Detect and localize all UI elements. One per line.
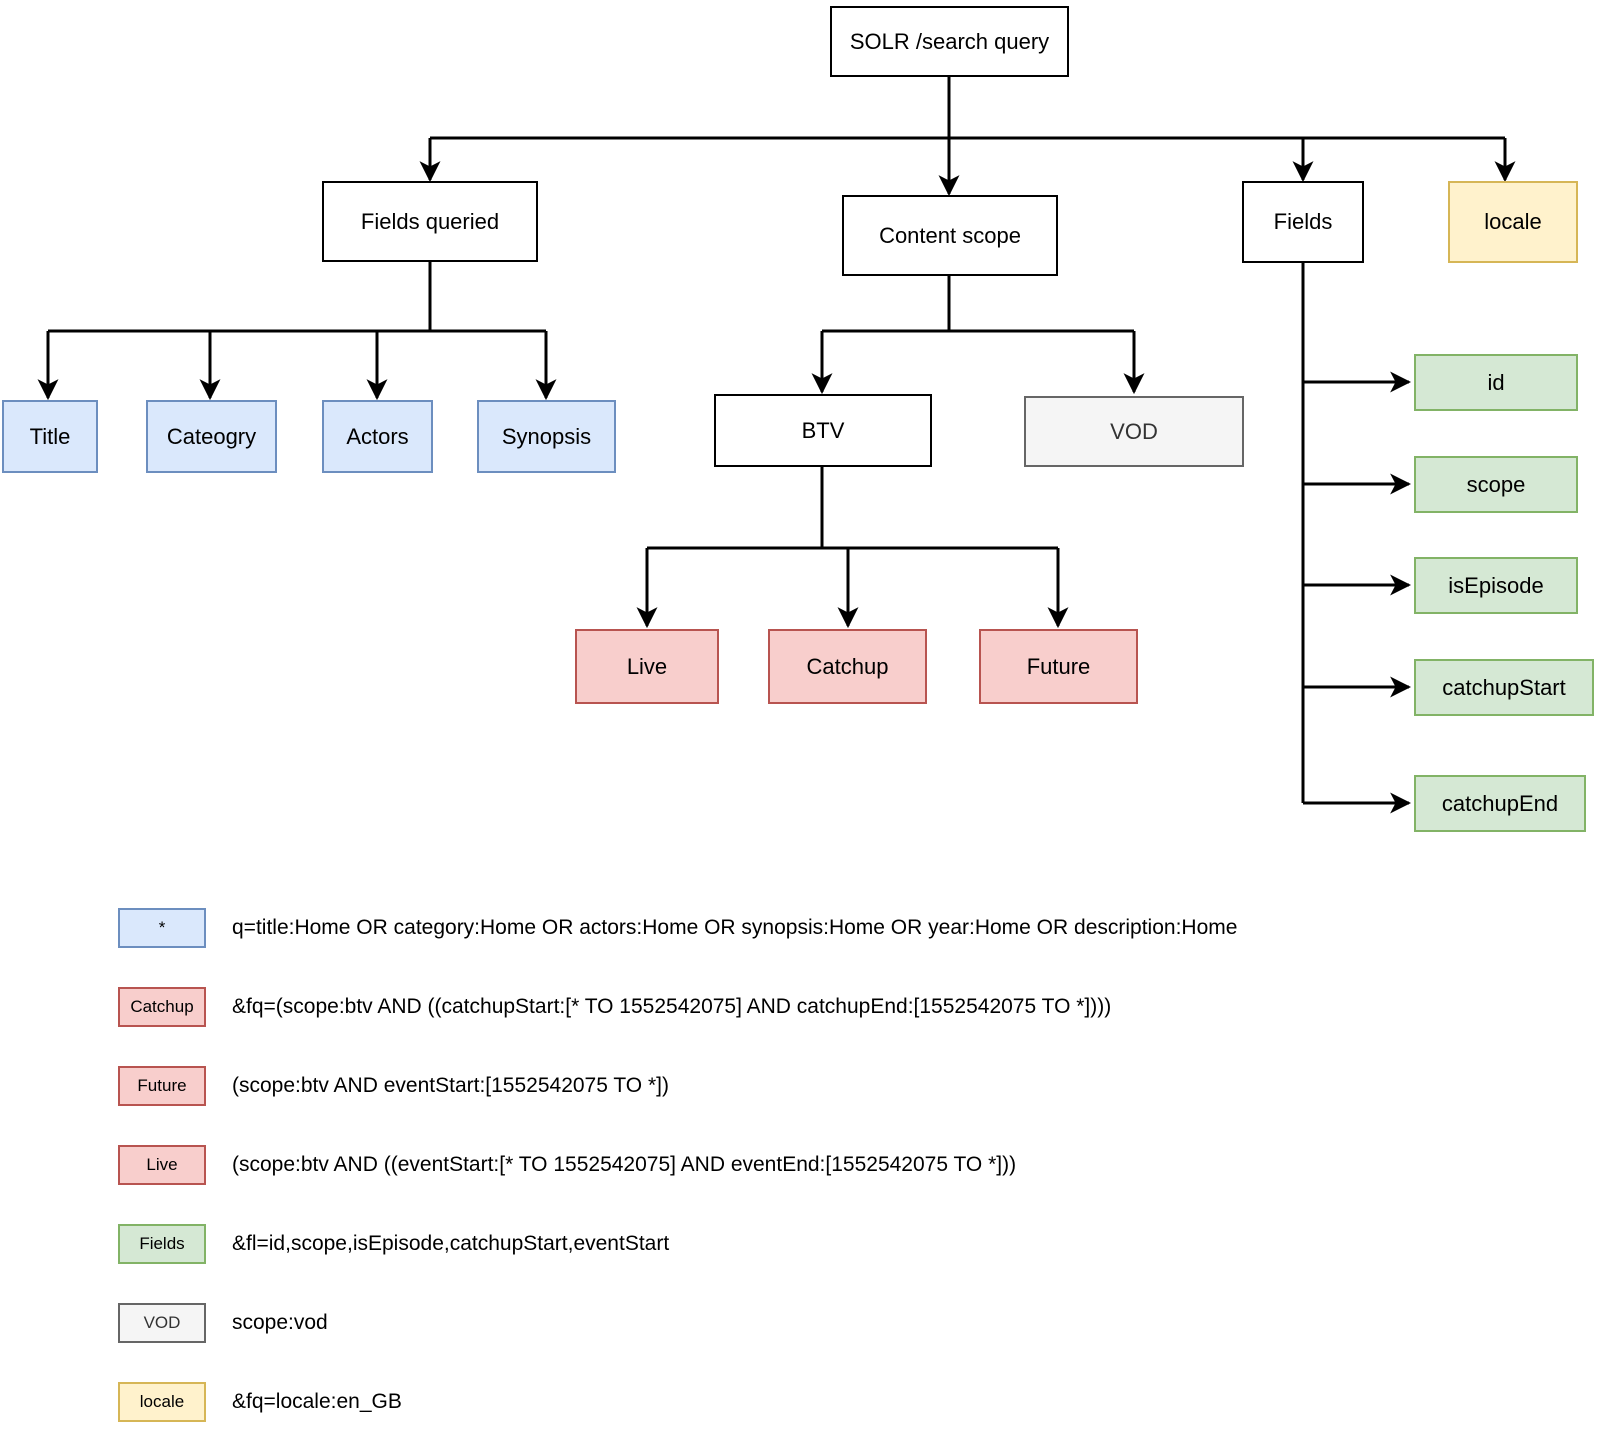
legend-text: q=title:Home OR category:Home OR actors:…: [232, 915, 1238, 939]
node-field-scope[interactable]: scope: [1414, 456, 1578, 513]
legend-swatch-label: Fields: [139, 1233, 185, 1253]
node-label: Title: [29, 423, 71, 449]
legend-text: (scope:btv AND eventStart:[1552542075 TO…: [232, 1073, 669, 1097]
legend-row: Catchup &fq=(scope:btv AND ((catchupStar…: [118, 967, 1538, 1046]
node-fields[interactable]: Fields: [1242, 181, 1364, 263]
legend-text: &fq=(scope:btv AND ((catchupStart:[* TO …: [232, 994, 1112, 1018]
node-field-isepisode[interactable]: isEpisode: [1414, 557, 1578, 614]
legend-row: locale &fq=locale:en_GB: [118, 1362, 1538, 1436]
legend-text: &fq=locale:en_GB: [232, 1389, 402, 1413]
node-label: Content scope: [879, 222, 1021, 248]
node-label: BTV: [801, 417, 845, 443]
node-label: Live: [626, 653, 668, 679]
legend-swatch-label: locale: [139, 1391, 185, 1411]
node-label: id: [1487, 369, 1505, 395]
legend-swatch-locale: locale: [118, 1381, 206, 1422]
node-label: catchupEnd: [1441, 790, 1559, 816]
node-label: isEpisode: [1448, 572, 1544, 598]
node-label: SOLR /search query: [849, 28, 1050, 54]
node-future[interactable]: Future: [979, 629, 1138, 704]
legend-row: VOD scope:vod: [118, 1283, 1538, 1362]
legend-text: (scope:btv AND ((eventStart:[* TO 155254…: [232, 1152, 1017, 1176]
legend-row: Future (scope:btv AND eventStart:[155254…: [118, 1046, 1538, 1125]
node-field-catchupstart[interactable]: catchupStart: [1414, 659, 1594, 716]
node-label: Actors: [346, 423, 409, 449]
node-label: Fields queried: [360, 208, 500, 234]
node-synopsis[interactable]: Synopsis: [477, 400, 616, 473]
node-fields-queried[interactable]: Fields queried: [322, 181, 538, 262]
node-label: VOD: [1110, 418, 1158, 444]
legend-swatch-label: VOD: [143, 1312, 181, 1332]
node-field-id[interactable]: id: [1414, 354, 1578, 411]
legend-row: Fields &fl=id,scope,isEpisode,catchupSta…: [118, 1204, 1538, 1283]
node-catchup[interactable]: Catchup: [768, 629, 927, 704]
node-actors[interactable]: Actors: [322, 400, 433, 473]
node-label: Future: [1026, 653, 1091, 679]
legend-swatch-label: Catchup: [130, 996, 194, 1016]
node-content-scope[interactable]: Content scope: [842, 195, 1058, 276]
legend-swatch-query: *: [118, 907, 206, 948]
node-btv[interactable]: BTV: [714, 394, 932, 467]
legend-row: * q=title:Home OR category:Home OR actor…: [118, 888, 1538, 967]
node-live[interactable]: Live: [575, 629, 719, 704]
node-label: catchupStart: [1442, 674, 1566, 700]
node-locale[interactable]: locale: [1448, 181, 1578, 263]
legend-swatch-label: Future: [137, 1075, 187, 1095]
node-label: Catchup: [806, 653, 889, 679]
node-vod[interactable]: VOD: [1024, 396, 1244, 467]
node-label: locale: [1484, 209, 1542, 235]
legend-swatch-live: Live: [118, 1144, 206, 1185]
node-cateogry[interactable]: Cateogry: [146, 400, 277, 473]
node-field-catchupend[interactable]: catchupEnd: [1414, 775, 1586, 832]
node-label: scope: [1466, 471, 1526, 497]
legend-row: Live (scope:btv AND ((eventStart:[* TO 1…: [118, 1125, 1538, 1204]
legend-swatch-label: *: [158, 917, 166, 937]
node-solr-search-query[interactable]: SOLR /search query: [830, 6, 1069, 77]
legend-swatch-label: Live: [146, 1154, 178, 1174]
legend-text: &fl=id,scope,isEpisode,catchupStart,even…: [232, 1231, 670, 1255]
legend: * q=title:Home OR category:Home OR actor…: [118, 888, 1538, 1436]
legend-swatch-future: Future: [118, 1065, 206, 1106]
legend-swatch-fields: Fields: [118, 1223, 206, 1264]
node-label: Cateogry: [166, 423, 257, 449]
legend-swatch-catchup: Catchup: [118, 986, 206, 1027]
node-label: Synopsis: [501, 423, 592, 449]
node-label: Fields: [1273, 209, 1333, 235]
legend-swatch-vod: VOD: [118, 1302, 206, 1343]
legend-text: scope:vod: [232, 1310, 328, 1334]
node-title[interactable]: Title: [2, 400, 98, 473]
